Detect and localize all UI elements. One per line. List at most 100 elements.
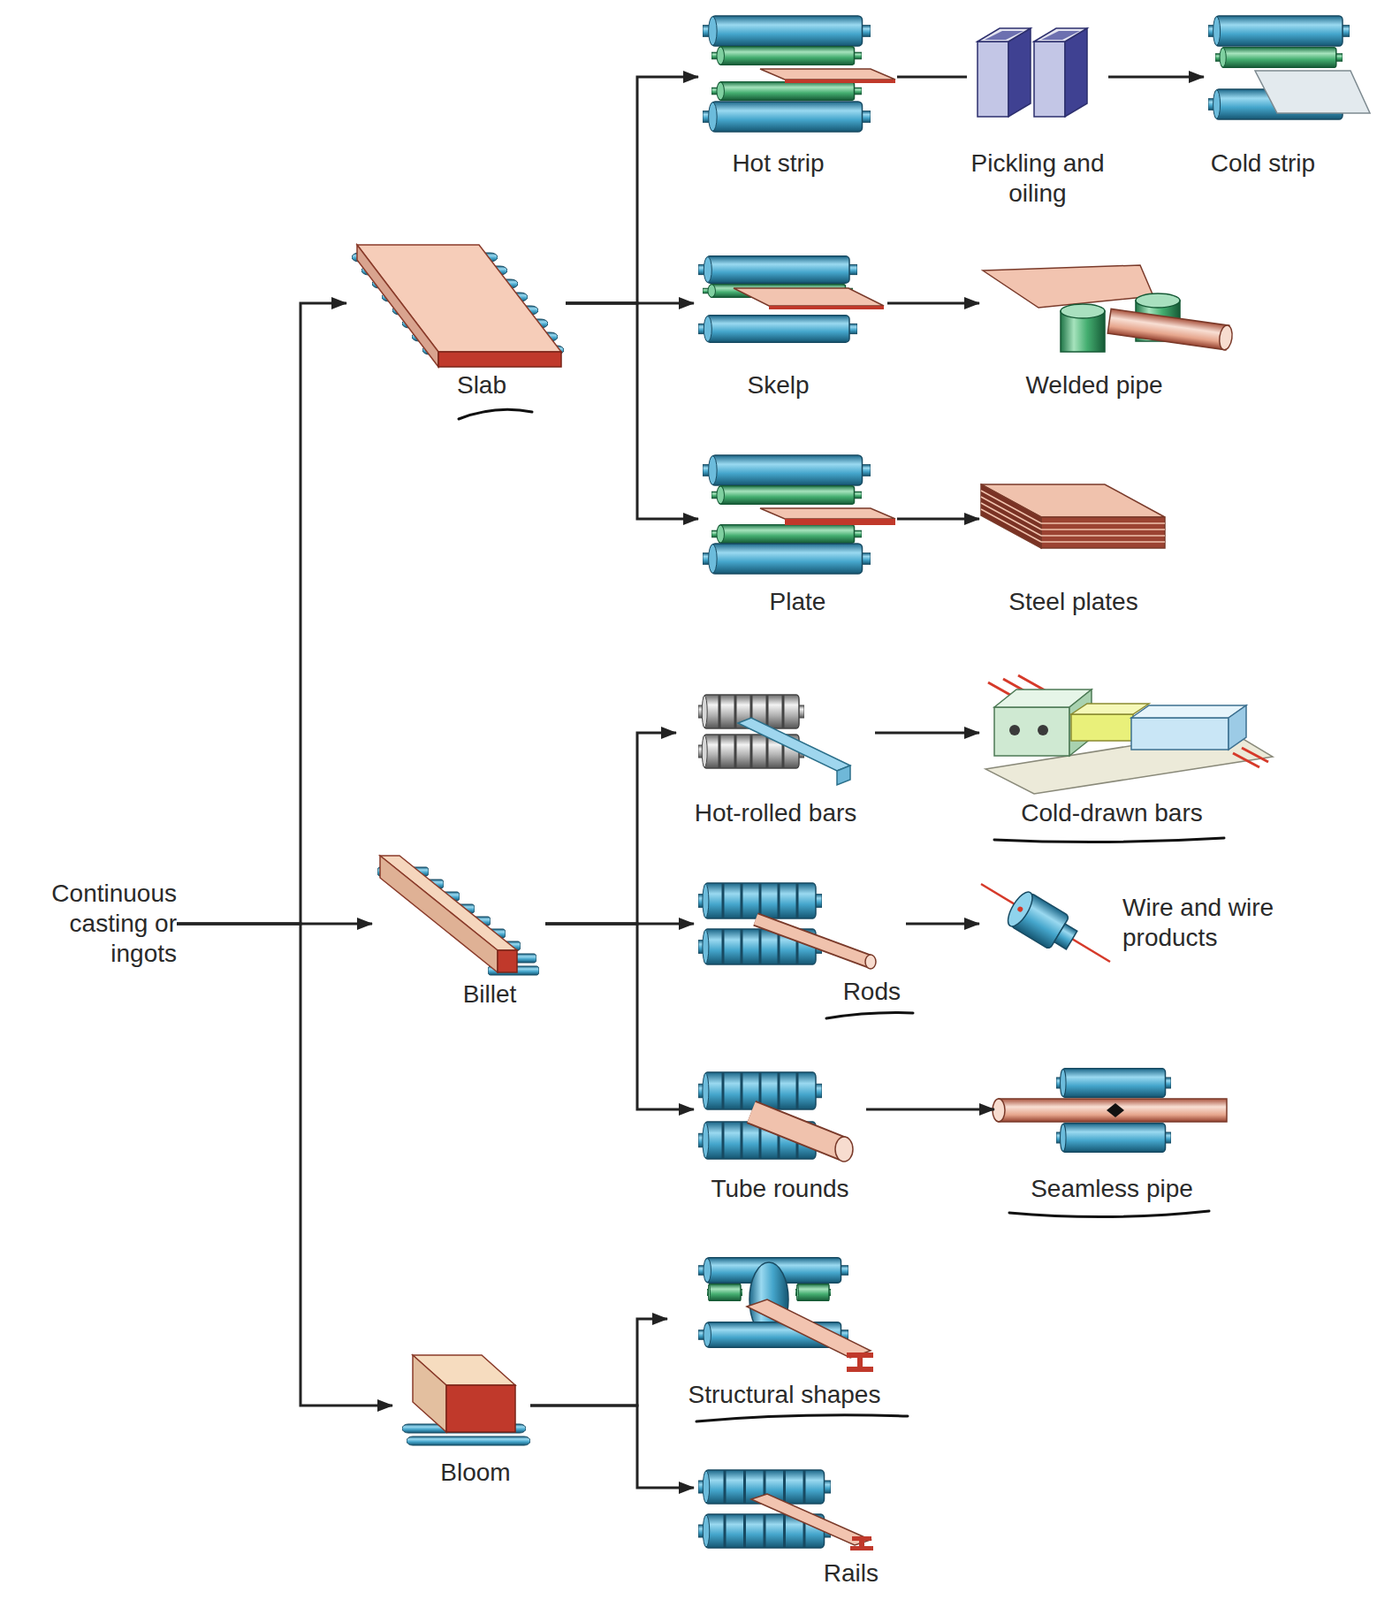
wire-drawing-die <box>1054 923 1078 950</box>
node-label: Rods <box>693 976 901 1007</box>
piercing-mill <box>1056 1068 1172 1097</box>
piercing-mill <box>1056 1123 1172 1152</box>
tube-round-mill <box>835 1136 853 1162</box>
flow-node: Hot-rolled bars <box>676 693 875 829</box>
drawing-bench <box>1071 703 1149 715</box>
billet-on-conveyor <box>380 855 518 951</box>
flow-node: Billet <box>372 852 546 1010</box>
bar-mill <box>737 717 851 771</box>
drawing-bench <box>1232 747 1269 768</box>
slab-on-conveyor <box>351 244 564 367</box>
node-label: Cold strip <box>1203 148 1323 179</box>
flow-node: Bloom <box>392 1351 531 1488</box>
hand-underline <box>994 837 1225 843</box>
structural-mill <box>795 1284 831 1301</box>
node-label: Welded pipe <box>979 370 1210 401</box>
plate-stack <box>981 484 1165 548</box>
hot-strip-mill <box>711 46 862 66</box>
bloom-on-conveyor <box>412 1354 447 1432</box>
bloom-on-conveyor <box>406 1436 531 1446</box>
welded-pipe-forming <box>982 265 1234 352</box>
flow-arrow <box>545 923 694 1110</box>
tube-round-mill <box>751 1111 845 1149</box>
flow-node: Plate <box>698 454 898 617</box>
plate-mill <box>760 508 896 519</box>
plate-mill <box>784 518 896 525</box>
drawing-bench <box>994 707 1070 756</box>
node-label: Steel plates <box>979 586 1168 617</box>
cold-strip-mill <box>1208 15 1350 46</box>
wire-drawing-die <box>1003 888 1082 957</box>
structural-mill <box>746 1299 871 1358</box>
plate-mill <box>711 524 862 544</box>
pickling-tanks <box>1008 28 1031 117</box>
welded-pipe-forming <box>982 265 1154 308</box>
flow-arrow <box>874 731 980 735</box>
hot-strip-mill <box>702 15 896 132</box>
welded-pipe-forming <box>1217 324 1234 351</box>
rod-mill <box>755 919 871 962</box>
welded-pipe-forming <box>1107 308 1234 350</box>
welded-pipe-forming <box>1135 293 1180 308</box>
hot-strip-mill <box>702 101 871 132</box>
drawing-bench <box>1131 705 1247 718</box>
pickling-tanks <box>1034 41 1066 117</box>
skelp-mill <box>698 256 858 283</box>
flow-node: Cold strip <box>1203 15 1372 179</box>
flow-node: Structural shapes <box>667 1255 902 1410</box>
node-label: Continuous casting or ingots <box>14 878 177 969</box>
node-label: Bloom <box>420 1457 531 1488</box>
node-label: Seamless pipe <box>994 1173 1230 1204</box>
flow-arrow <box>176 303 347 924</box>
flow-arrow <box>905 922 980 926</box>
bar-mill <box>836 765 851 785</box>
structural-mill <box>707 1284 743 1301</box>
cold-strip-mill <box>1255 70 1370 114</box>
flow-node: Steel plates <box>979 479 1168 617</box>
wire-drawing-die <box>1003 888 1037 930</box>
flow-arrow <box>530 1318 668 1406</box>
wire-drawing-die <box>981 883 1111 962</box>
node-label: Pickling and oiling <box>966 148 1109 209</box>
flow-node: Rods <box>693 882 906 1007</box>
hand-underline <box>458 409 533 419</box>
flow-arrow <box>866 1108 995 1111</box>
pickling-tanks <box>984 30 1024 40</box>
drawing-bench <box>1071 714 1134 741</box>
hot-strip-mill <box>784 79 896 84</box>
pickling-tanks <box>977 28 1088 117</box>
node-label: Rails <box>693 1558 879 1589</box>
piercing-mill <box>992 1098 1005 1122</box>
drawing-bench <box>985 675 1273 794</box>
flow-arrow <box>565 303 699 519</box>
wire-drawing-die <box>1016 905 1024 913</box>
plate-stack <box>1041 517 1165 548</box>
flow-arrow <box>565 76 699 304</box>
billet-on-conveyor <box>497 950 518 973</box>
plate-stack <box>981 490 1165 542</box>
flow-node: Continuous casting or ingots <box>14 878 177 969</box>
plate-mill <box>702 455 896 574</box>
flow-node: Wire and wire products <box>979 887 1300 953</box>
hand-underline <box>1009 1210 1210 1218</box>
node-label: Plate <box>698 586 898 617</box>
flow-node: Skelp <box>693 255 888 401</box>
flow-arrow <box>530 1405 694 1488</box>
structural-mill <box>846 1352 874 1372</box>
tube-round-mill <box>751 1111 845 1149</box>
drawing-bench <box>1228 705 1247 750</box>
node-label: Hot-rolled bars <box>676 798 875 829</box>
flow-node: Hot strip <box>698 15 898 179</box>
node-label: Tube rounds <box>693 1173 867 1204</box>
flow-node: Seamless pipe <box>994 1065 1230 1204</box>
flow-arrow <box>1108 76 1204 79</box>
rail-mill <box>850 1536 874 1551</box>
node-label: Billet <box>433 979 546 1010</box>
plate-mill <box>702 543 871 574</box>
hot-strip-mill <box>702 15 871 46</box>
drawing-bench <box>1037 724 1049 736</box>
hot-strip-mill <box>760 68 896 80</box>
plate-mill <box>711 486 862 505</box>
drawing-bench <box>1131 717 1229 750</box>
piercing-mill <box>992 1068 1227 1152</box>
